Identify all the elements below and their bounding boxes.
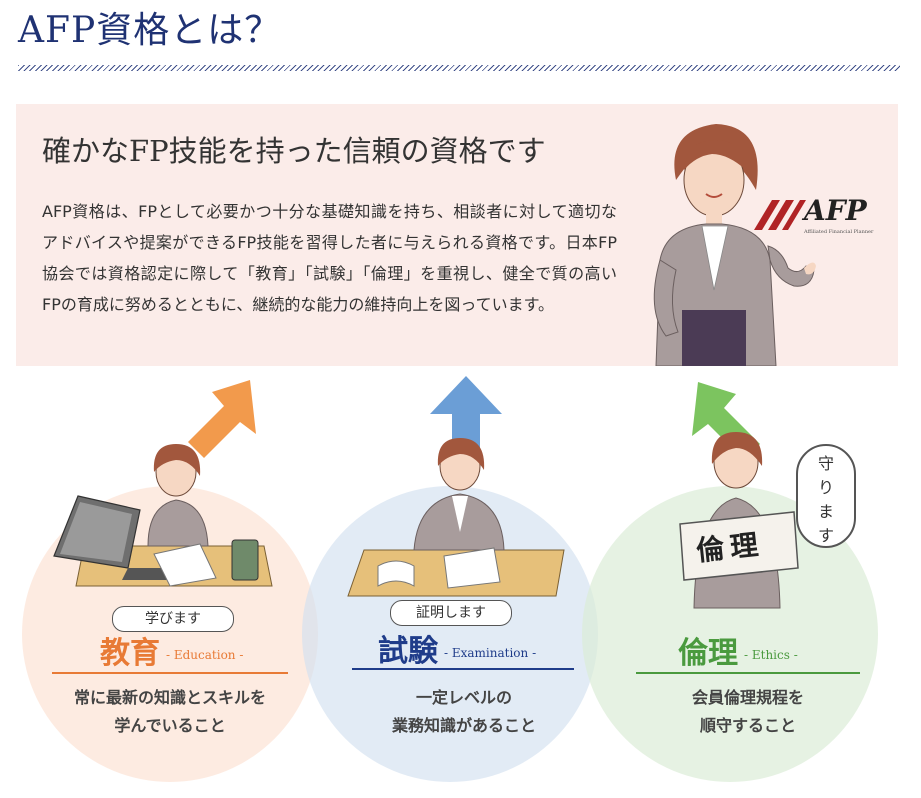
education-divider <box>52 672 288 674</box>
ethics-title-jp: 倫理 <box>678 636 738 671</box>
education-description: 常に最新の知識とスキルを 学んでいること <box>50 684 290 740</box>
speech-char: り <box>817 478 834 497</box>
examination-desc-line: 業務知識があること <box>391 716 536 735</box>
education-tag: 学びます <box>112 606 234 632</box>
ethics-woman-illustration <box>679 432 799 609</box>
presenter-illustration <box>653 124 816 366</box>
hero-description: AFP資格は、FPとして必要かつ十分な基礎知識を持ち、相談者に対して適切なアドバ… <box>42 202 617 314</box>
education-desc-line: 学んでいること <box>114 716 226 735</box>
hero-heading: 確かなFP技能を持った信頼の資格です <box>42 134 546 168</box>
ethics-description: 会員倫理規程を 順守すること <box>628 684 868 740</box>
studying-woman-illustration <box>53 444 273 587</box>
examination-arrow-shape <box>430 376 502 468</box>
ethics-desc-line: 順守すること <box>699 716 796 735</box>
examination-arrow-icon <box>430 376 502 468</box>
examination-description: 一定レベルの 業務知識があること <box>344 684 584 740</box>
education-arrow-icon <box>188 380 256 458</box>
speech-char: 守 <box>817 454 834 473</box>
title-divider <box>18 65 900 71</box>
page-title: AFP資格とは？ <box>18 10 282 51</box>
examination-title: 試験 - Examination - <box>378 626 536 670</box>
education-title-jp: 教育 <box>100 636 160 671</box>
ethics-sign-text: 倫理 <box>694 527 766 568</box>
examination-title-en: - Examination - <box>444 646 537 660</box>
exam-woman-illustration <box>347 438 565 597</box>
hero-panel: 確かなFP技能を持った信頼の資格です AFP資格は、FPとして必要かつ十分な基礎… <box>16 104 898 366</box>
education-title: 教育 - Education - <box>100 628 243 672</box>
ethics-desc-line: 会員倫理規程を <box>691 688 804 707</box>
education-arrow-shape <box>188 380 256 458</box>
afp-logo-subtext: Affiliated Financial Planner <box>804 229 874 235</box>
ethics-title: 倫理 - Ethics - <box>678 628 798 672</box>
education-desc-line: 常に最新の知識とスキルを <box>73 688 266 707</box>
afp-logo-text: AFP <box>804 194 867 227</box>
speech-char: す <box>817 526 834 545</box>
speech-bubble: 守 り ま す <box>796 444 856 548</box>
speech-char: ま <box>817 502 834 521</box>
examination-desc-line: 一定レベルの <box>415 688 512 707</box>
examination-title-jp: 試験 <box>378 634 438 669</box>
afp-logo: AFP Affiliated Financial Planner <box>754 194 886 240</box>
examination-tag: 証明します <box>390 600 512 626</box>
ethics-title-en: - Ethics - <box>744 648 798 662</box>
ethics-divider <box>636 672 860 674</box>
afp-logo-mark <box>754 200 806 230</box>
education-title-en: - Education - <box>166 648 244 662</box>
examination-divider <box>352 668 574 670</box>
three-pillars-diagram: 倫理 守 り ま す 学びます 証明します 教育 - Education - 試験… <box>0 366 921 798</box>
